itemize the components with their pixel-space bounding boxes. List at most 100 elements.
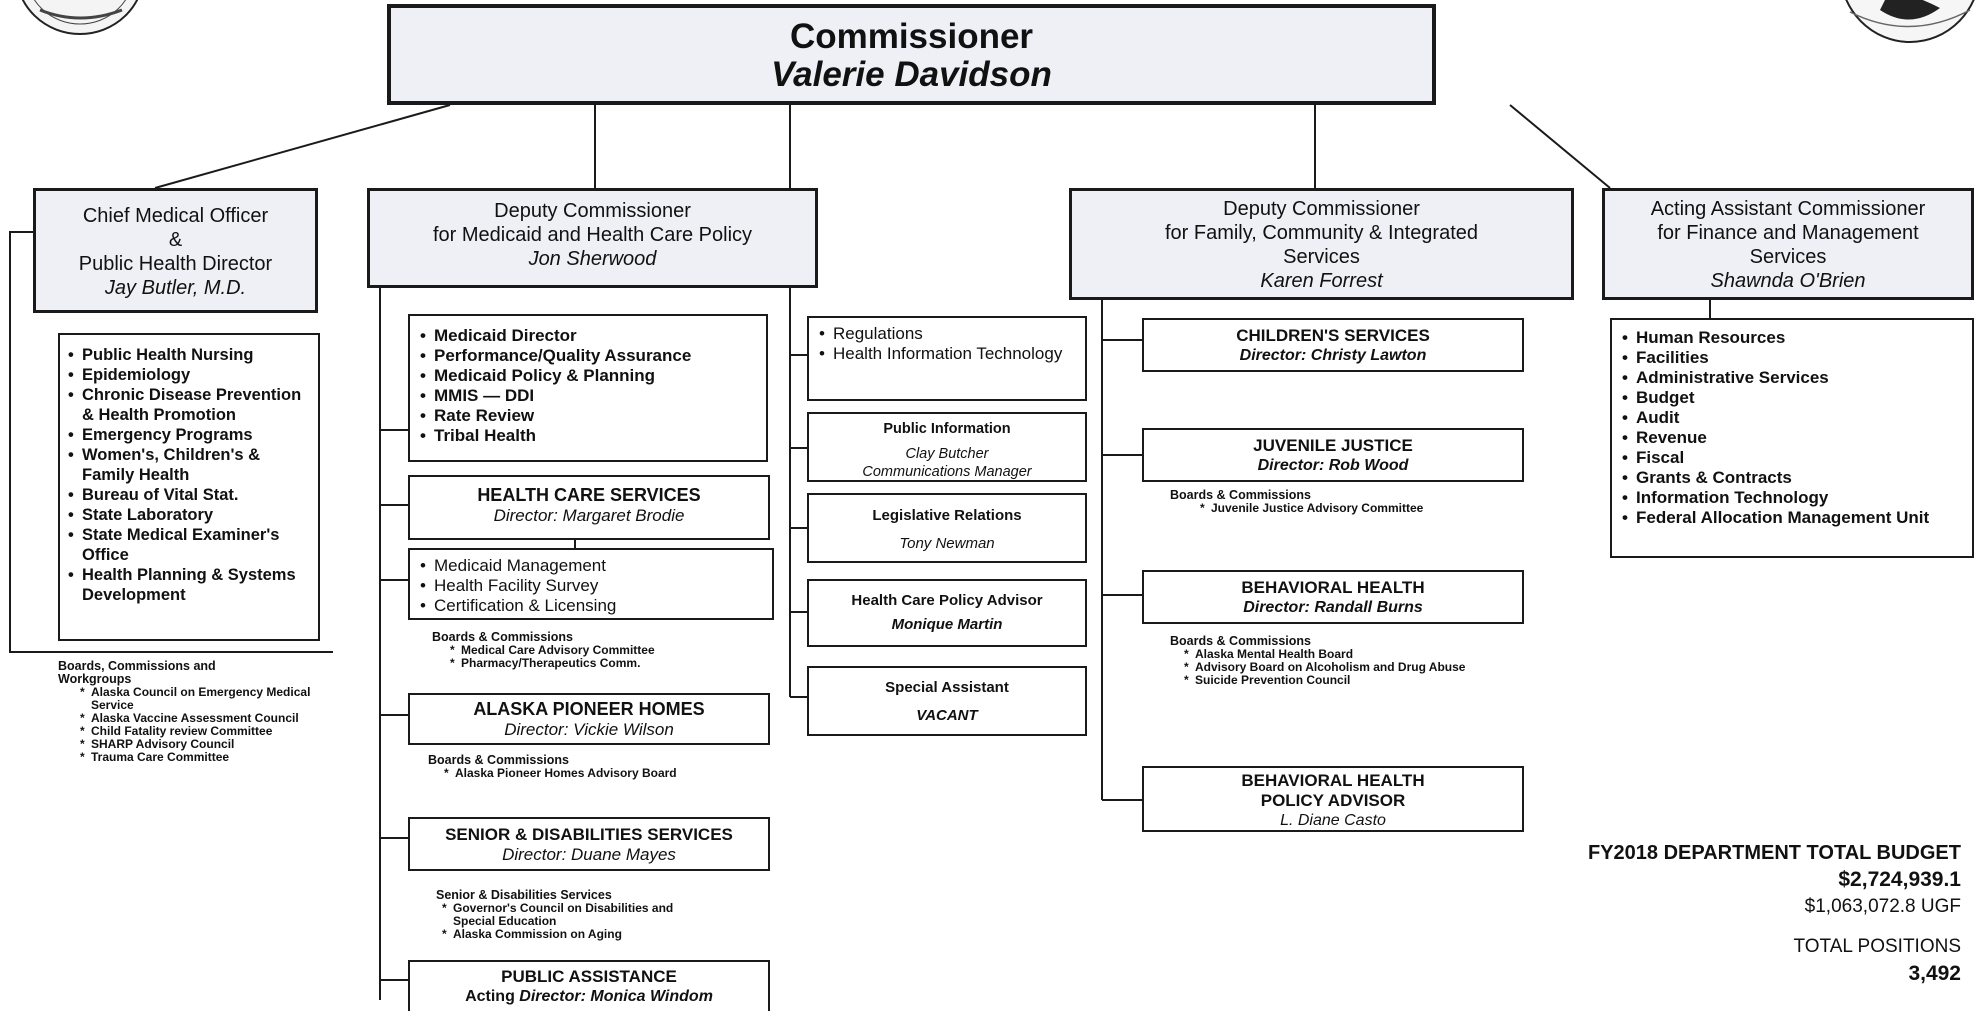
cmo-title-line-1: Chief Medical Officer	[82, 205, 269, 227]
public-info-name: Clay Butcher	[905, 446, 989, 462]
pioneer-boards-title: Boards & Commissions	[428, 753, 570, 767]
list-item: Tribal Health	[418, 426, 758, 446]
list-item: Medicaid Director	[418, 326, 758, 346]
dc-family-title-line-2: for Family, Community & Integrated	[1164, 222, 1479, 244]
jj-title: JUVENILE JUSTICE	[1253, 436, 1413, 455]
list-item: Advisory Board on Alcoholism and Drug Ab…	[1184, 661, 1474, 675]
list-item: Fiscal	[1620, 448, 1964, 468]
finance-title-line-2: for Finance and Management	[1657, 222, 1919, 244]
list-item: SHARP Advisory Council	[80, 738, 328, 752]
list-item: Alaska Commission on Aging	[442, 928, 712, 942]
public-information-box: Public Information Clay Butcher Communic…	[807, 412, 1087, 482]
list-item: Governor's Council on Disabilities and S…	[442, 902, 712, 928]
list-item: Alaska Council on Emergency Medical Serv…	[80, 686, 328, 712]
cmo-box: Chief Medical Officer & Public Health Di…	[33, 188, 318, 313]
bh-policy-name: L. Diane Casto	[1280, 812, 1386, 829]
bh-boards-title: Boards & Commissions	[1170, 634, 1312, 648]
behavioral-health-box: BEHAVIORAL HEALTH Director: Randall Burn…	[1142, 570, 1524, 624]
list-item: MMIS — DDI	[418, 386, 758, 406]
bh-director: Director: Randall Burns	[1243, 599, 1423, 616]
list-item: Alaska Mental Health Board	[1184, 648, 1474, 662]
budget-total: $2,724,939.1	[1838, 868, 1961, 891]
pioneer-homes-director: Director: Vickie Wilson	[504, 720, 674, 739]
hcs-title: HEALTH CARE SERVICES	[477, 485, 701, 505]
list-item: Trauma Care Committee	[80, 751, 328, 765]
dc-family-title-line-1: Deputy Commissioner	[1223, 198, 1420, 220]
cmo-boards-title: Boards, Commissions and Workgroups	[58, 659, 216, 686]
cs-title: CHILDREN'S SERVICES	[1236, 326, 1430, 345]
dc-family-title-line-3: Services	[1283, 246, 1360, 268]
commissioner-title: Commissioner	[789, 17, 1034, 56]
budget-summary: FY2018 DEPARTMENT TOTAL BUDGET $2,724,93…	[1461, 840, 1961, 988]
special-assistant-box: Special Assistant VACANT	[807, 666, 1087, 736]
list-item: Bureau of Vital Stat.	[66, 485, 312, 505]
hcs-boards-title: Boards & Commissions	[432, 630, 574, 644]
finance-title-line-1: Acting Assistant Commissioner	[1650, 198, 1926, 220]
list-item: Medicaid Management	[418, 556, 764, 576]
list-item: Information Technology	[1620, 488, 1964, 508]
list-item: Suicide Prevention Council	[1184, 674, 1474, 688]
pa-title: PUBLIC ASSISTANCE	[501, 967, 677, 986]
list-item: Certification & Licensing	[418, 596, 764, 616]
special-assistant-name: VACANT	[916, 707, 978, 724]
policy-advisor-box: Health Care Policy Advisor Monique Marti…	[807, 579, 1087, 647]
dc-medicaid-title-line-1: Deputy Commissioner	[494, 200, 691, 222]
sds-boards: Senior & Disabilities Services Governor'…	[436, 888, 756, 942]
finance-programs-box: Human Resources Facilities Administrativ…	[1610, 318, 1974, 558]
dhss-seal-logo	[1845, 0, 1975, 43]
legislative-title: Legislative Relations	[872, 507, 1022, 524]
list-item: Alaska Vaccine Assessment Council	[80, 712, 328, 726]
list-item: Federal Allocation Management Unit	[1620, 508, 1964, 528]
budget-ugf: $1,063,072.8 UGF	[1804, 896, 1961, 917]
cs-director: Director: Christy Lawton	[1239, 347, 1427, 364]
pa-acting: Acting	[465, 988, 520, 1005]
list-item: Chronic Disease Prevention & Health Prom…	[66, 385, 312, 425]
bh-policy-title-line-2: POLICY ADVISOR	[1260, 791, 1406, 810]
childrens-services-box: CHILDREN'S SERVICES Director: Christy La…	[1142, 318, 1524, 372]
legislative-name: Tony Newman	[899, 535, 995, 552]
public-info-title: Public Information	[883, 421, 1011, 437]
cmo-title-line-3: Public Health Director	[78, 253, 273, 275]
list-item: Child Fatality review Committee	[80, 725, 328, 739]
list-item: Emergency Programs	[66, 425, 312, 445]
commissioner-box: Commissioner Valerie Davidson	[387, 4, 1436, 105]
sds-boards-title: Senior & Disabilities Services	[436, 888, 612, 902]
cmo-programs-box: Public Health Nursing Epidemiology Chron…	[58, 333, 320, 641]
list-item: Medicaid Policy & Planning	[418, 366, 758, 386]
list-item: Alaska Pioneer Homes Advisory Board	[444, 767, 768, 781]
dc-family-name: Karen Forrest	[1260, 270, 1383, 292]
list-item: State Laboratory	[66, 505, 312, 525]
hcs-programs-box: Medicaid Management Health Facility Surv…	[408, 548, 774, 620]
list-item: Epidemiology	[66, 365, 312, 385]
list-item: Administrative Services	[1620, 368, 1964, 388]
pioneer-homes-box: ALASKA PIONEER HOMES Director: Vickie Wi…	[408, 693, 770, 745]
list-item: State Medical Examiner's Office	[66, 525, 312, 565]
finance-name: Shawnda O'Brien	[1710, 270, 1866, 292]
list-item: Grants & Contracts	[1620, 468, 1964, 488]
special-assistant-title: Special Assistant	[885, 679, 1009, 696]
list-item: Health Planning & Systems Development	[66, 565, 312, 605]
list-item: Regulations	[817, 324, 1077, 344]
public-assistance-box: PUBLIC ASSISTANCE Acting Director: Monic…	[408, 960, 770, 1011]
pa-director: Director: Monica Windom	[519, 988, 713, 1005]
pioneer-homes-title: ALASKA PIONEER HOMES	[473, 699, 705, 719]
list-item: Health Facility Survey	[418, 576, 764, 596]
list-item: Rate Review	[418, 406, 758, 426]
cmo-title-line-2: &	[168, 229, 183, 251]
list-item: Health Information Technology	[817, 344, 1077, 364]
hcs-director: Director: Margaret Brodie	[493, 506, 685, 525]
bh-policy-title-line-1: BEHAVIORAL HEALTH	[1241, 771, 1425, 790]
list-item: Juvenile Justice Advisory Committee	[1200, 502, 1500, 516]
policy-advisor-name: Monique Martin	[891, 616, 1003, 633]
positions-label: TOTAL POSITIONS	[1793, 936, 1961, 957]
dc-medicaid-title-line-2: for Medicaid and Health Care Policy	[432, 224, 753, 246]
health-care-services-box: HEALTH CARE SERVICES Director: Margaret …	[408, 475, 770, 540]
jj-director: Director: Rob Wood	[1257, 457, 1409, 474]
finance-title-line-3: Services	[1749, 246, 1827, 268]
list-item: Public Health Nursing	[66, 345, 312, 365]
bh-policy-advisor-box: BEHAVIORAL HEALTH POLICY ADVISOR L. Dian…	[1142, 766, 1524, 832]
list-item: Budget	[1620, 388, 1964, 408]
cmo-boards: Boards, Commissions and Workgroups Alask…	[58, 659, 328, 765]
budget-label: FY2018 DEPARTMENT TOTAL BUDGET	[1587, 842, 1961, 864]
